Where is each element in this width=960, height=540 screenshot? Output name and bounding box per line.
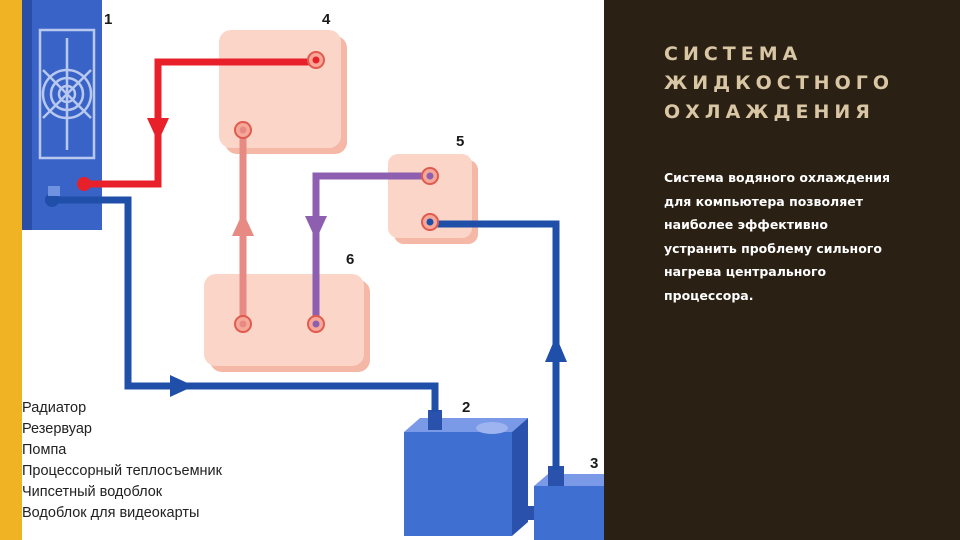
slide-title-line: СИСТЕМА: [664, 43, 803, 65]
flow-arrow-icon: [545, 336, 567, 362]
cooling-diagram: 1 2 3 4 5 6: [22, 0, 604, 540]
legend-item-cpu-block: Процессорный теплосъемник: [22, 463, 222, 479]
block-6: [204, 274, 370, 372]
flow-arrow-icon: [232, 212, 254, 236]
pump: [512, 466, 604, 540]
slide-description: Система водяного охлаждения для компьюте…: [664, 170, 891, 303]
side-panel: СИСТЕМА ЖИДКОСТНОГО ОХЛАЖДЕНИЯ Система в…: [604, 0, 960, 540]
legend-item-pump: Помпа: [22, 442, 67, 458]
number-4: 4: [322, 11, 331, 28]
flow-arrow-icon: [147, 118, 169, 142]
radiator: [22, 0, 102, 230]
slide-title-line: ЖИДКОСТНОГО: [664, 72, 894, 94]
legend: Радиатор Резервуар Помпа Процессорный те…: [22, 398, 222, 524]
legend-item-gpu-block: Водоблок для видеокарты: [22, 505, 200, 521]
flow-arrow-icon: [170, 375, 194, 397]
fittings: [234, 51, 439, 333]
number-3: 3: [590, 455, 598, 472]
number-5: 5: [456, 133, 464, 150]
legend-item-chipset-block: Чипсетный водоблок: [22, 484, 163, 500]
legend-item-reservoir: Резервуар: [22, 421, 92, 437]
accent-bar: [0, 0, 22, 540]
flow-arrow-icon: [305, 216, 327, 240]
pipe-cold: [54, 196, 560, 470]
fan-icon: [38, 28, 96, 160]
number-2: 2: [462, 399, 470, 416]
reservoir: [404, 410, 528, 536]
legend-item-radiator: Радиатор: [22, 400, 87, 416]
slide-title: СИСТЕМА ЖИДКОСТНОГО ОХЛАЖДЕНИЯ: [664, 40, 934, 127]
slide-title-line: ОХЛАЖДЕНИЯ: [664, 101, 875, 123]
pipe-mid: [312, 172, 430, 324]
number-1: 1: [104, 11, 112, 28]
block-5: [388, 154, 478, 244]
number-6: 6: [346, 251, 354, 268]
